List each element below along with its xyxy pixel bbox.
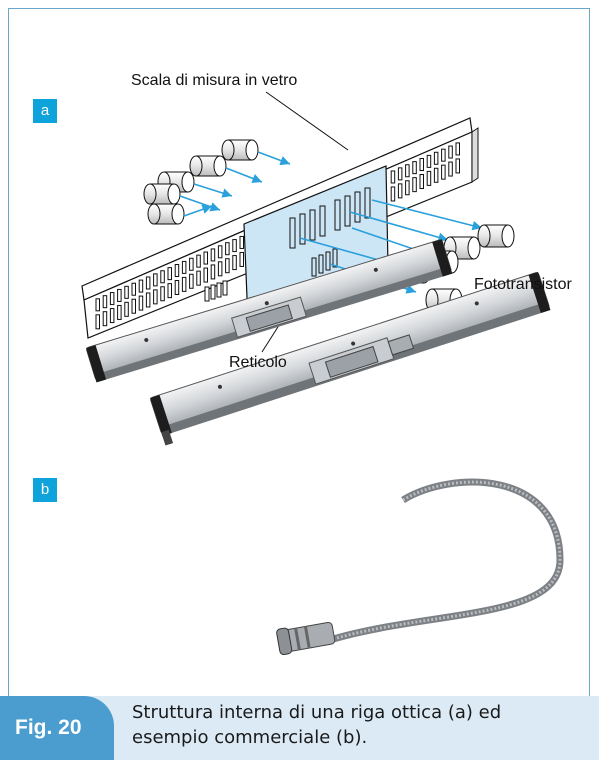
reticle-label: Reticolo: [229, 354, 287, 371]
figure-number-tab: Fig. 20: [0, 696, 114, 760]
commercial-rulers-photo: [86, 239, 564, 656]
led-emitters: [143, 139, 259, 225]
panel-a-label: a: [33, 99, 57, 123]
panel-b-label: b: [33, 478, 57, 502]
figure-number: Fig. 20: [15, 716, 82, 739]
phototransistor-label: Fototransistor: [474, 276, 572, 293]
scale-label: Scala di misura in vetro: [131, 72, 298, 89]
figure-caption: Struttura interna di una riga ottica (a)…: [132, 702, 502, 748]
caption-band: Fig. 20 Struttura interna di una riga ot…: [0, 696, 599, 760]
light-rays-in: [179, 151, 291, 217]
